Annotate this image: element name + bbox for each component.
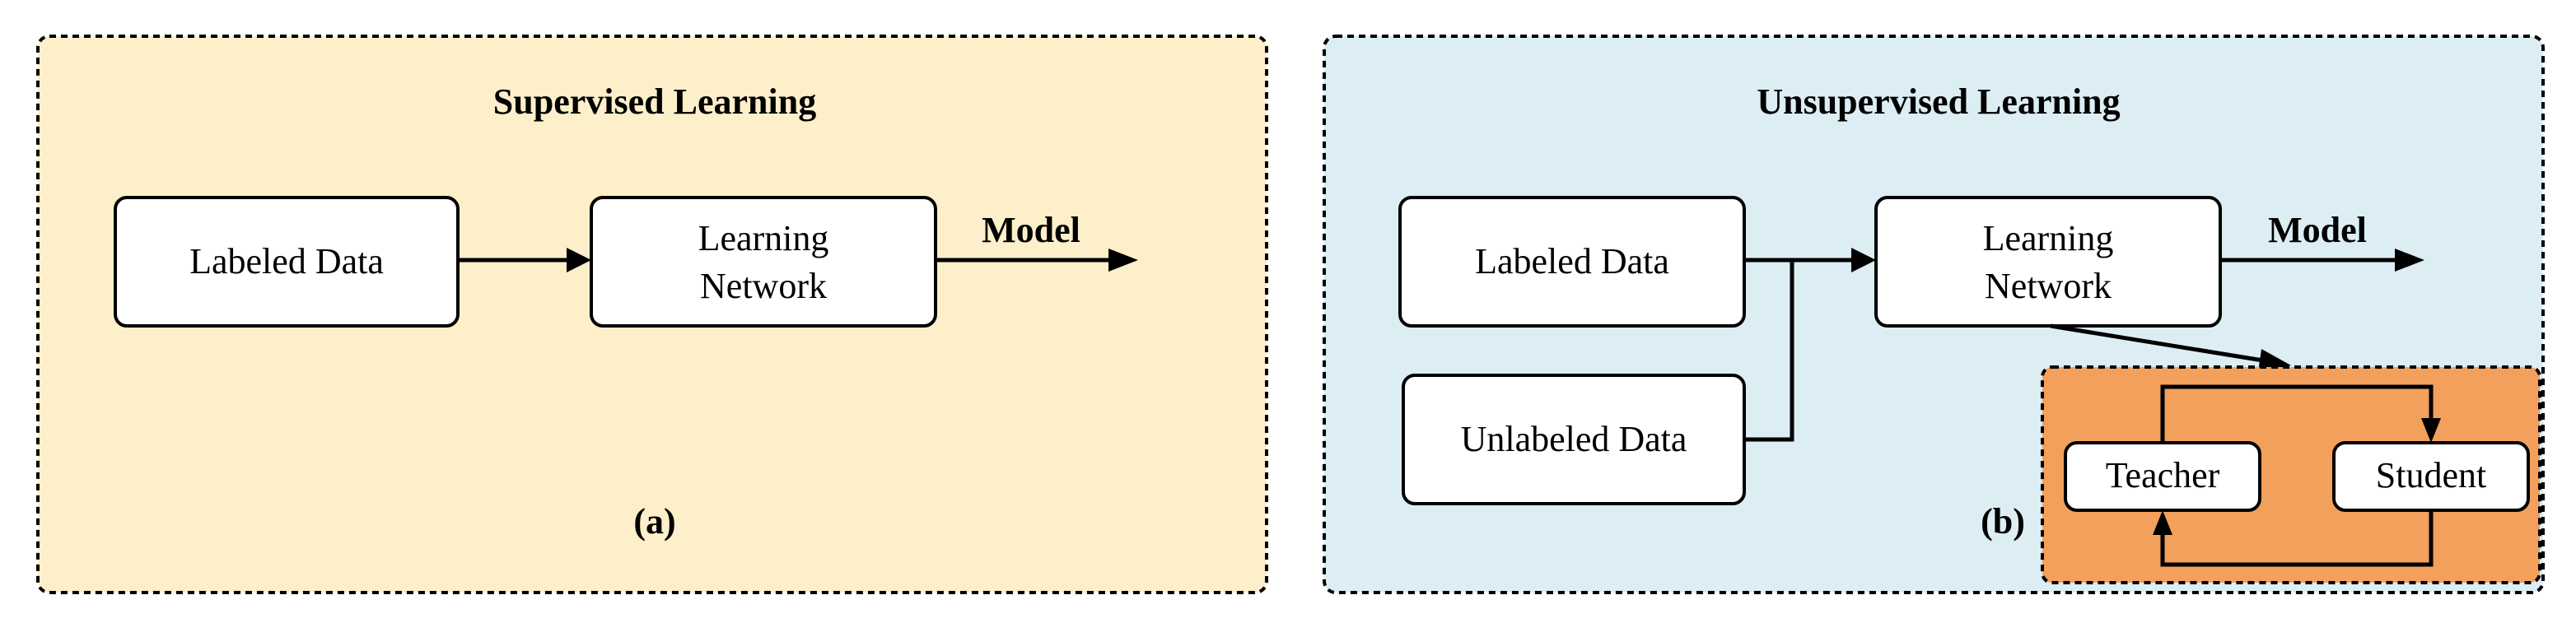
- student-label: Student: [2376, 455, 2486, 495]
- unlabeled-data-label-b: Unlabeled Data: [1461, 419, 1687, 459]
- panel-supervised: Supervised Learning Labeled Data Learnin…: [36, 35, 1268, 594]
- arrow-network-to-model-a: [936, 249, 1138, 272]
- panel-a-title: Supervised Learning: [493, 81, 816, 122]
- learning-network-label-line2-b: Network: [1985, 266, 2112, 306]
- panel-a-caption: (a): [633, 501, 675, 542]
- learning-network-box-b: [1874, 196, 2222, 328]
- learning-network-label-line1-a: Learning: [698, 218, 829, 258]
- model-label-a: Model: [982, 210, 1080, 250]
- labeled-data-label-a: Labeled Data: [189, 241, 384, 281]
- panel-unsupervised: Unsupervised Learning Labeled Data Unlab…: [1323, 35, 2545, 594]
- arrow-teacher-to-student: [2160, 384, 2441, 443]
- panel-b-caption: (b): [1981, 501, 2025, 542]
- arrow-data-to-network-b: [1744, 248, 1876, 442]
- arrow-labeled-to-network-a: [458, 248, 591, 272]
- learning-network-label-line2-a: Network: [700, 266, 827, 306]
- labeled-data-label-b: Labeled Data: [1475, 241, 1669, 281]
- arrow-student-to-teacher: [2153, 510, 2434, 567]
- learning-network-box-a: [590, 196, 937, 328]
- panel-b-title: Unsupervised Learning: [1757, 81, 2120, 122]
- learning-network-label-line1-b: Learning: [1983, 218, 2114, 258]
- arrow-network-to-model-b: [2220, 249, 2424, 272]
- model-label-b: Model: [2268, 210, 2367, 250]
- teacher-label: Teacher: [2106, 455, 2220, 495]
